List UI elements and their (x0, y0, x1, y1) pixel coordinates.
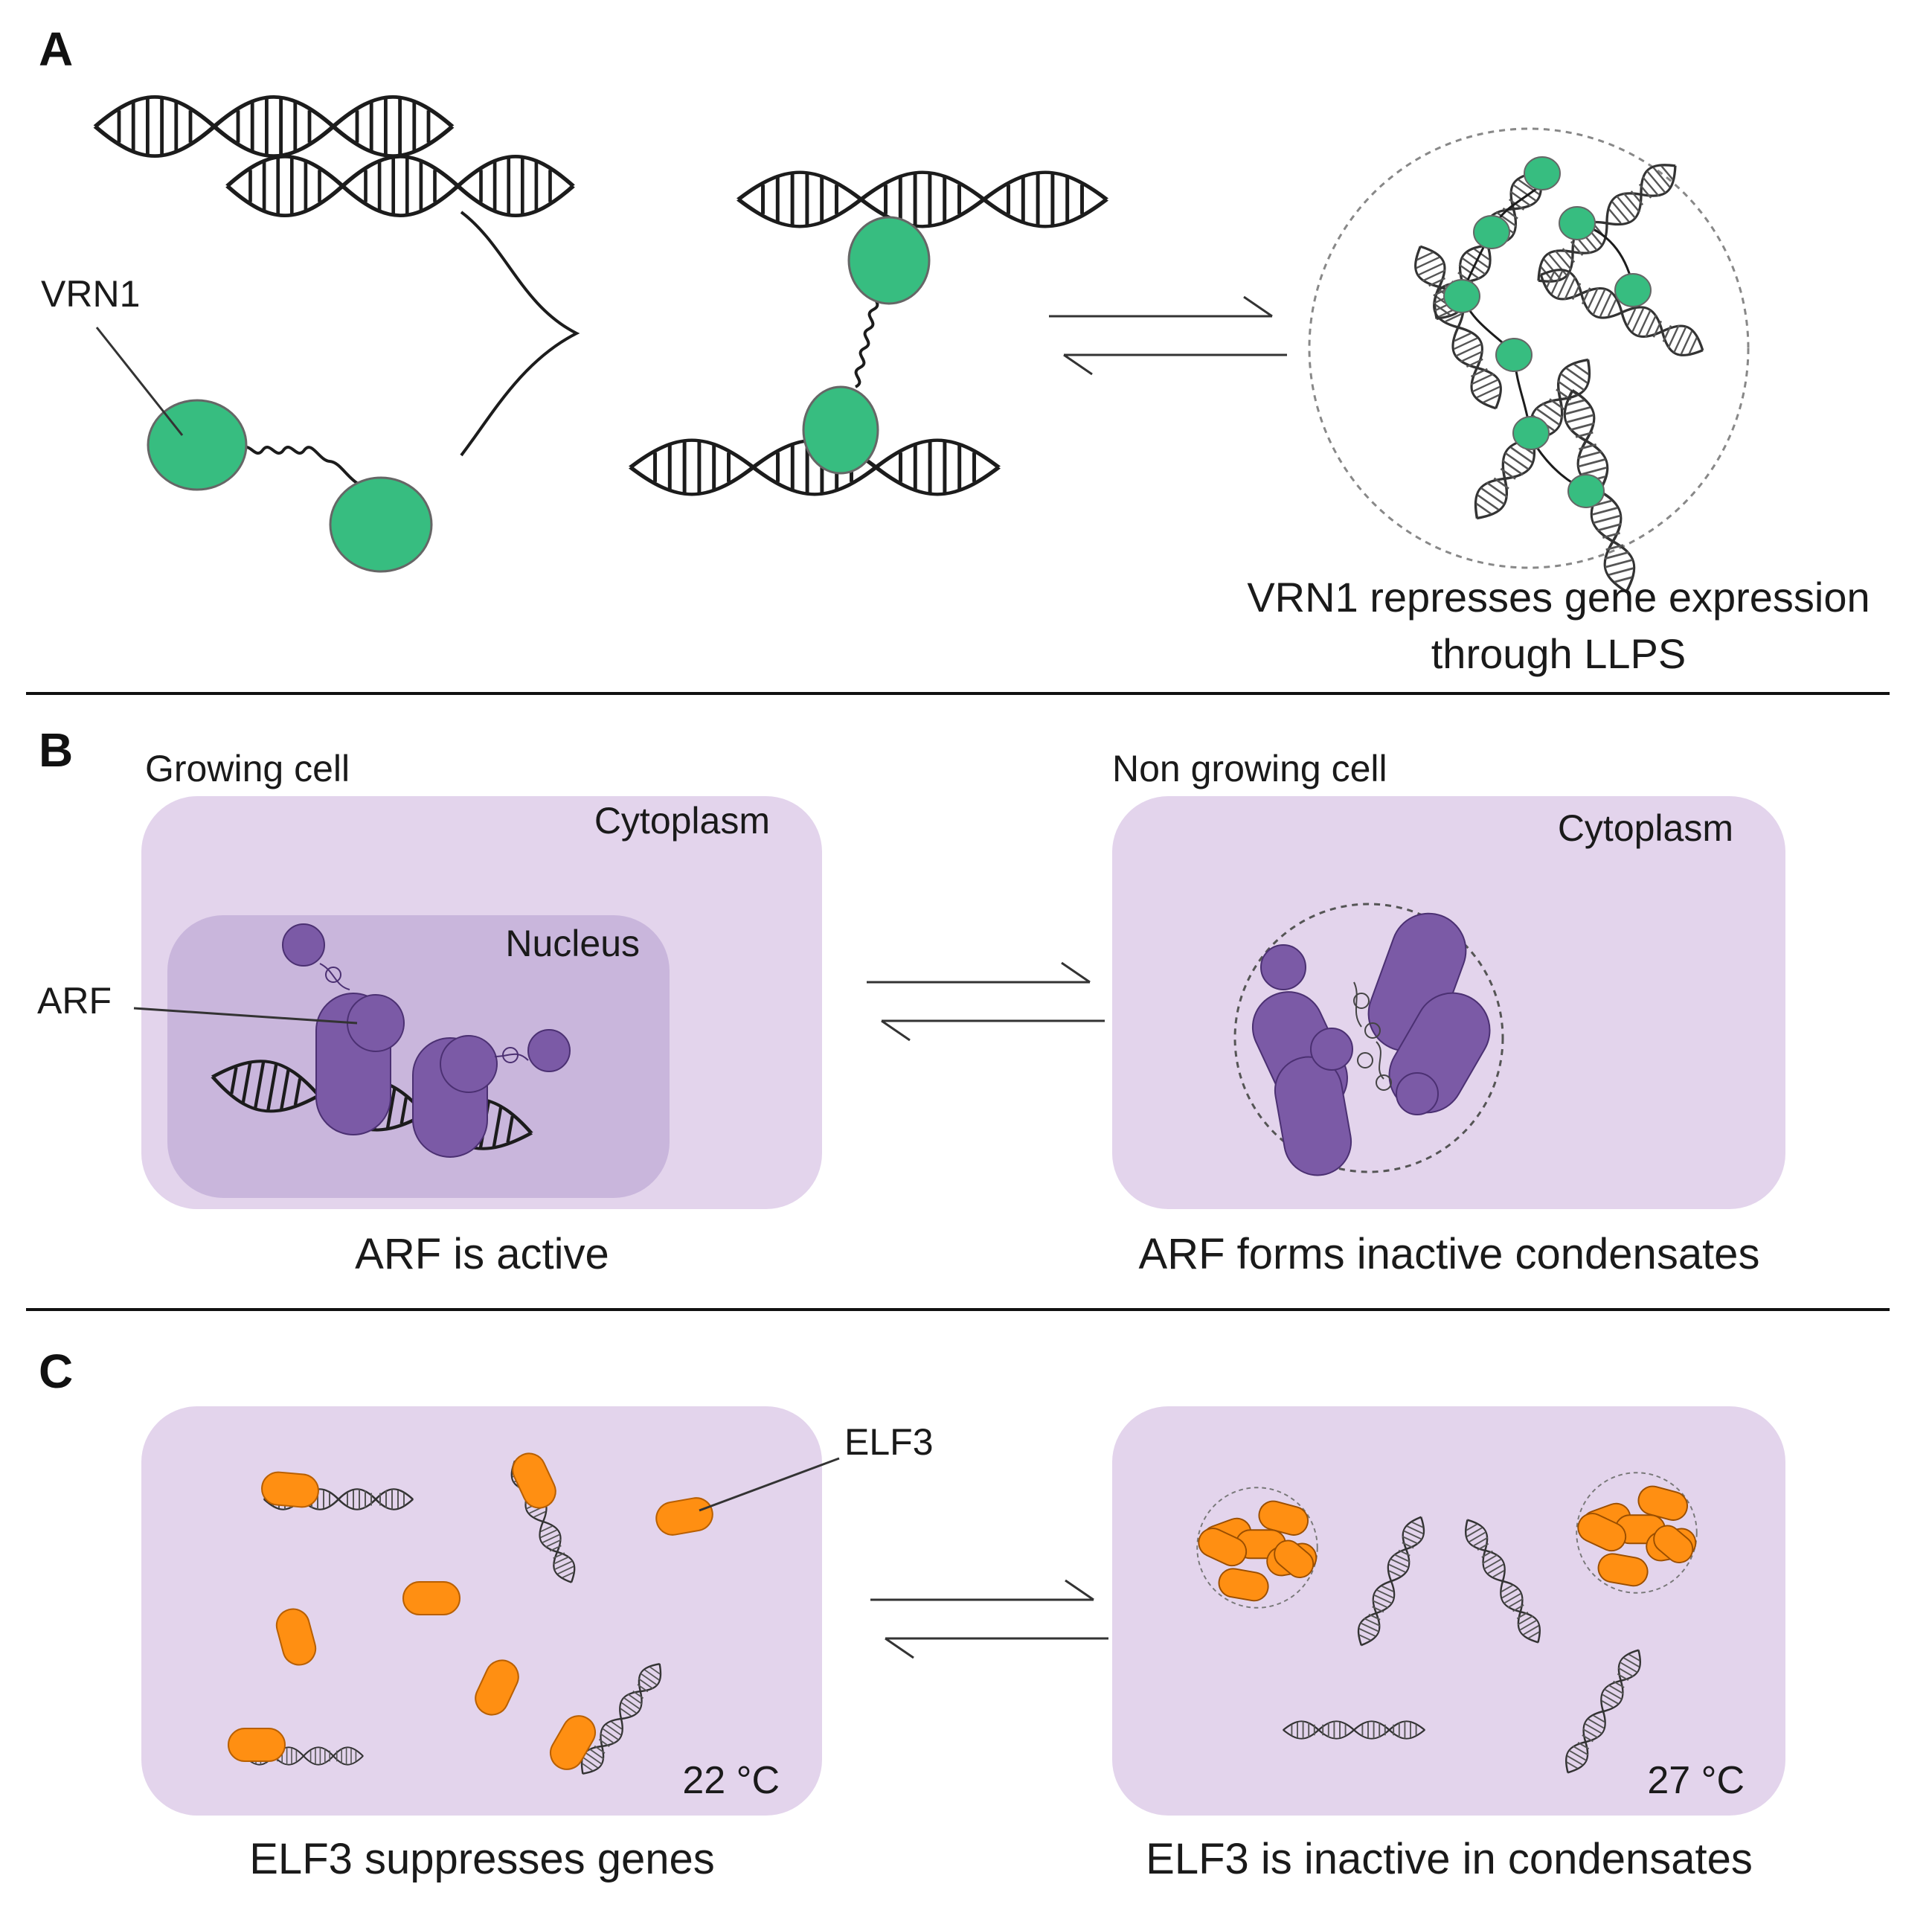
temp-22c: 22 °C (682, 1759, 780, 1802)
panel-c: C ELF3 22 °C ELF3 suppresses genes (39, 1345, 1785, 1883)
cell-27c (1112, 1406, 1785, 1816)
arf-condensate (1233, 903, 1504, 1176)
dna-bound-top (739, 173, 1107, 227)
panel-c-caption-right: ELF3 is inactive in condensates (1146, 1835, 1753, 1883)
panel-a-caption-line1: VRN1 represses gene expression (1247, 574, 1870, 621)
non-growing-cell-label: Non growing cell (1112, 748, 1387, 789)
panel-c-caption-left: ELF3 suppresses genes (249, 1835, 714, 1883)
panel-a-caption-line2: through LLPS (1431, 630, 1686, 677)
panel-b: B Growing cell Non growing cell Cytoplas… (37, 723, 1785, 1278)
vrn1-bound (802, 216, 931, 475)
panel-b-caption-left: ARF is active (355, 1230, 609, 1278)
elf3-leader (699, 1457, 840, 1512)
temp-27c: 27 °C (1647, 1759, 1745, 1802)
panel-b-letter: B (39, 723, 73, 777)
combine-bracket (460, 211, 580, 457)
cytoplasm-label-left: Cytoplasm (594, 800, 770, 842)
arf-leader (133, 1007, 358, 1025)
elf3-label: ELF3 (844, 1421, 934, 1463)
vrn1-free (147, 399, 433, 573)
dna-a2 (228, 156, 574, 215)
equilibrium-arrows-b (865, 961, 1106, 1042)
nucleus-label: Nucleus (505, 923, 640, 964)
panel-b-caption-right: ARF forms inactive condensates (1139, 1230, 1760, 1278)
arf-active (282, 923, 571, 1158)
dna-a1 (95, 97, 452, 156)
equilibrium-arrows-a (1047, 295, 1288, 376)
panel-c-letter: C (39, 1345, 73, 1398)
growing-cell-label: Growing cell (145, 748, 350, 789)
arf-label: ARF (37, 980, 112, 1022)
panel-a: A VRN1 (39, 22, 1870, 677)
vrn1-leader (95, 327, 184, 436)
cytoplasm-label-right: Cytoplasm (1558, 807, 1733, 849)
panel-a-letter: A (39, 22, 73, 76)
vrn1-condensate (1308, 127, 1750, 595)
equilibrium-arrows-c (869, 1579, 1110, 1659)
vrn1-label: VRN1 (41, 273, 140, 315)
cell-22c (141, 1406, 822, 1816)
